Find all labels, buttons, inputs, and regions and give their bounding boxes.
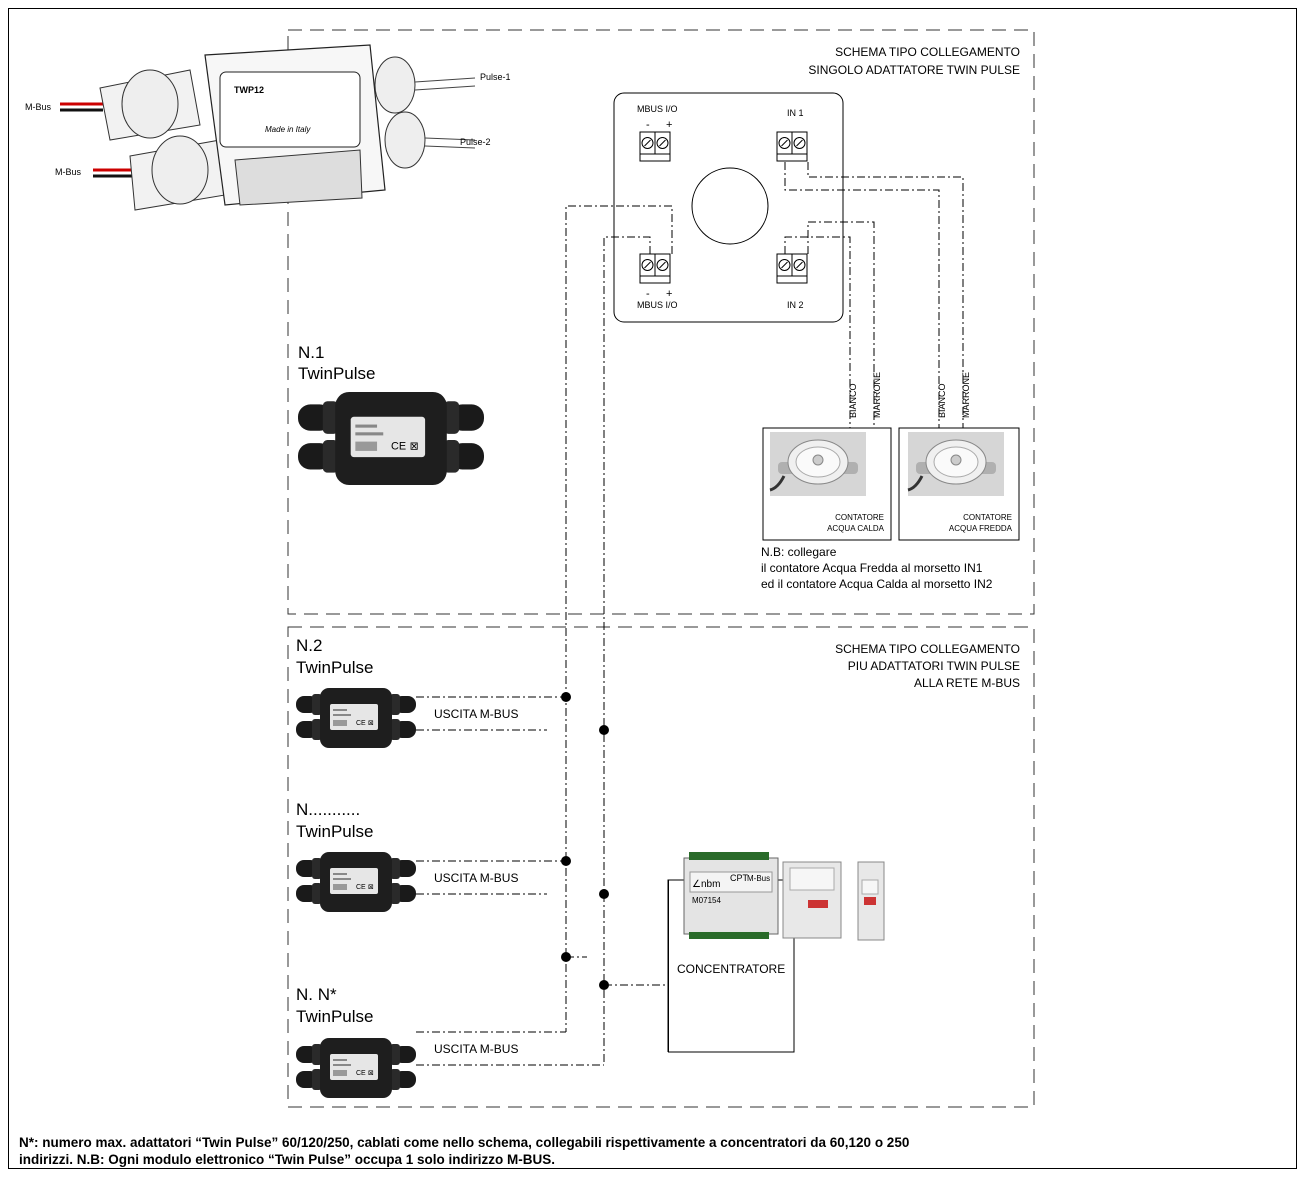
concentrator-brand-prefix: ∠	[692, 879, 701, 890]
twinpulse-device-nx-icon	[296, 852, 416, 912]
output-label-nx: USCITA M-BUS	[434, 871, 518, 885]
footnote: N*: numero max. adattatori “Twin Pulse” …	[19, 1134, 1289, 1168]
device-nx-name: TwinPulse	[296, 822, 373, 841]
twinpulse-module-schematic	[613, 92, 844, 323]
mbus-io-bottom-label: MBUS I/O	[637, 300, 678, 310]
twinpulse-device-n2-icon	[296, 688, 416, 748]
footnote-line2: indirizzi. N.B: Ogni modulo elettronico …	[19, 1152, 556, 1167]
note-line1: N.B: collegare	[761, 545, 837, 559]
meter-hot-line2: ACQUA CALDA	[827, 524, 885, 533]
top-wiring	[565, 162, 964, 1065]
pulse2-cable-label: Pulse-2	[460, 137, 491, 147]
terminal-in2-icon	[776, 253, 808, 284]
terminal-in1-icon	[776, 131, 808, 162]
mbus-top-plus: +	[666, 119, 672, 131]
concentrator-model: M07154	[692, 896, 721, 905]
twinpulse-device-nn-icon	[296, 1038, 416, 1098]
top-section-frame	[287, 29, 1035, 615]
bottom-section-frame	[287, 626, 1035, 1108]
meter-hot-line1: CONTATORE	[835, 513, 884, 522]
note-line2: il contatore Acqua Fredda al morsetto IN…	[761, 561, 983, 575]
wire-label-bianco-2: BIANCO	[937, 383, 947, 418]
bottom-title-line1: SCHEMA TIPO COLLEGAMENTO	[835, 642, 1020, 656]
concentrator-logo: CPT	[730, 873, 749, 883]
top-title-line1: SCHEMA TIPO COLLEGAMENTO	[835, 45, 1020, 59]
bus-junction-dot	[561, 952, 571, 962]
mbus-cable-label-2: M-Bus	[55, 167, 82, 177]
bottom-title-line3: ALLA RETE M-BUS	[914, 676, 1020, 690]
device-n1-name: TwinPulse	[298, 364, 375, 383]
page-border	[8, 8, 1297, 1169]
concentrator-logo-suffix: M-Bus	[747, 874, 770, 883]
device-n1-number: N.1	[298, 343, 324, 362]
note-line3: ed il contatore Acqua Calda al morsetto …	[761, 577, 993, 591]
water-meter-cold-icon	[906, 430, 1006, 498]
device-n2-name: TwinPulse	[296, 658, 373, 677]
bus-junction-dot	[599, 725, 609, 735]
bus-junction-dot	[599, 980, 609, 990]
concentrator-label: CONCENTRATORE	[677, 962, 785, 976]
mbus-bottom-minus: -	[646, 288, 650, 300]
in2-label: IN 2	[787, 300, 804, 310]
device-n2-number: N.2	[296, 636, 322, 655]
product-made-in-label: Made in Italy	[265, 125, 311, 134]
top-title-line2: SINGOLO ADATTATORE TWIN PULSE	[808, 63, 1020, 77]
meter-cold-line1: CONTATORE	[963, 513, 1012, 522]
wire-label-marrone-2: MARRONE	[961, 372, 971, 418]
footnote-line1: N*: numero max. adattatori “Twin Pulse” …	[19, 1135, 910, 1150]
mbus-cable-label-1: M-Bus	[25, 102, 52, 112]
in1-label: IN 1	[787, 108, 804, 118]
pulse1-cable-label: Pulse-1	[480, 72, 511, 82]
device-nx-number: N...........	[296, 800, 360, 819]
mbus-io-top-label: MBUS I/O	[637, 104, 678, 114]
wire-label-bianco-1: BIANCO	[848, 383, 858, 418]
terminal-mbus-bottom-icon	[639, 253, 671, 284]
mbus-top-minus: -	[646, 119, 650, 131]
concentrator-device-illustration: ∠ nbm CPT M-Bus M07154	[683, 852, 885, 941]
twp12-product-illustration: TWP12 Made in Italy	[60, 44, 476, 211]
output-label-nn: USCITA M-BUS	[434, 1042, 518, 1056]
device-nn-number: N. N*	[296, 985, 337, 1004]
concentrator-brand: nbm	[701, 879, 720, 890]
output-label-n2: USCITA M-BUS	[434, 707, 518, 721]
bus-junction-dot	[599, 889, 609, 899]
mbus-bottom-plus: +	[666, 288, 672, 300]
module-center-circle-icon	[691, 167, 769, 245]
meter-cold-line2: ACQUA FREDDA	[949, 524, 1013, 533]
bus-wiring	[416, 696, 668, 1066]
wire-label-marrone-1: MARRONE	[872, 372, 882, 418]
device-nn-name: TwinPulse	[296, 1007, 373, 1026]
twinpulse-device-n1-icon	[298, 392, 484, 485]
water-meter-hot-icon	[768, 430, 868, 498]
terminal-mbus-top-icon	[639, 131, 671, 162]
bus-junction-dot	[561, 856, 571, 866]
bottom-title-line2: PIU ADATTATORI TWIN PULSE	[848, 659, 1020, 673]
product-model-label: TWP12	[234, 85, 264, 95]
bus-junction-dot	[561, 692, 571, 702]
